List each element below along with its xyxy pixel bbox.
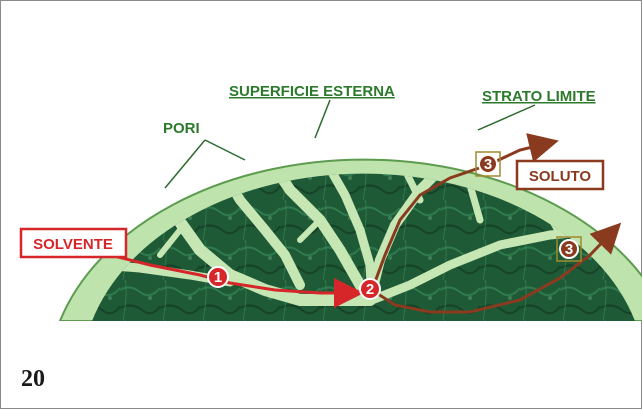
svg-text:SOLUTO: SOLUTO bbox=[529, 168, 592, 185]
label-pori: PORI bbox=[163, 120, 200, 137]
label-superficie-esterna: SUPERFICIE ESTERNA bbox=[229, 83, 395, 100]
page-number: 20 bbox=[21, 366, 45, 392]
svg-text:2: 2 bbox=[366, 281, 374, 298]
marker-3-upper: 3 bbox=[475, 151, 501, 177]
strato-pointer bbox=[477, 104, 536, 131]
marker-1: 1 bbox=[207, 266, 229, 288]
label-strato-limite: STRATO LIMITE bbox=[482, 88, 596, 105]
solute-arrow-lower bbox=[371, 222, 622, 314]
pori-pointer-2 bbox=[204, 139, 246, 161]
svg-text:3: 3 bbox=[484, 156, 492, 173]
marker-2: 2 bbox=[359, 278, 381, 300]
solvente-box: SOLVENTE bbox=[19, 227, 128, 259]
svg-text:1: 1 bbox=[214, 269, 222, 286]
solute-arrow-upper bbox=[370, 133, 559, 291]
svg-text:3: 3 bbox=[565, 241, 573, 258]
superficie-pointer bbox=[314, 99, 331, 139]
soluto-box: SOLUTO bbox=[515, 159, 605, 191]
solvent-arrow bbox=[109, 253, 364, 308]
marker-3-lower: 3 bbox=[556, 236, 582, 262]
svg-text:SOLVENTE: SOLVENTE bbox=[33, 236, 113, 253]
pori-pointer-1 bbox=[164, 139, 206, 189]
